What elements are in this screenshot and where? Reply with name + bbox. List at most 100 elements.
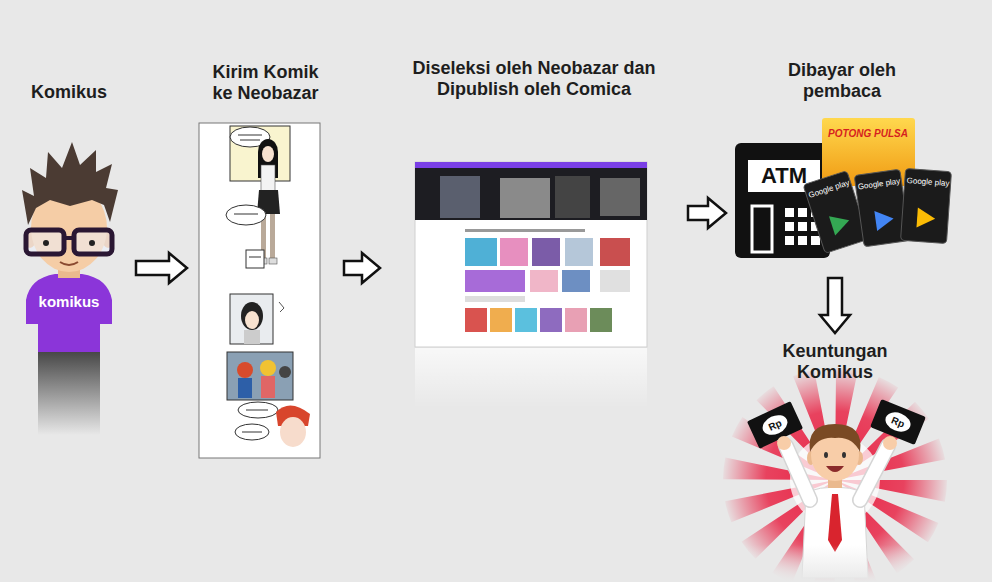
happy-earner-figure xyxy=(842,452,846,458)
website-screenshot xyxy=(500,178,550,218)
happy-earner-figure xyxy=(870,399,926,445)
happy-earner-figure xyxy=(786,446,810,500)
happy-earner-figure xyxy=(786,446,810,500)
comic-strip xyxy=(199,123,320,458)
website-screenshot xyxy=(415,162,647,347)
happy-earner-figure xyxy=(870,399,926,445)
money-label: Rp xyxy=(767,417,784,433)
comic-strip xyxy=(230,294,273,344)
comic-strip xyxy=(238,134,262,136)
website-screenshot xyxy=(590,308,612,332)
happy-earner-figure xyxy=(747,401,803,448)
website-screenshot xyxy=(465,296,525,302)
comic-strip xyxy=(242,431,262,433)
comic-strip xyxy=(240,139,260,141)
comic-strip xyxy=(199,123,320,458)
atm-label: ATM xyxy=(761,163,807,189)
atm-machine xyxy=(798,208,807,217)
comic-strip xyxy=(262,146,274,162)
website-screenshot xyxy=(565,308,587,332)
happy-earner-figure xyxy=(747,401,803,448)
card-label: Google play xyxy=(906,176,949,188)
flow-arrow xyxy=(136,253,187,283)
gift-cards xyxy=(874,209,895,231)
happy-earner-figure xyxy=(860,446,888,500)
stage-heading: Kirim Komik ke Neobazar xyxy=(201,62,331,103)
comic-artist-figure xyxy=(26,274,112,352)
comic-strip xyxy=(261,376,275,398)
stage-node: Kirim Komik ke Neobazar xyxy=(195,62,336,460)
happy-earner-figure xyxy=(828,494,842,552)
card-label: Google play xyxy=(857,177,901,192)
comic-strip xyxy=(246,409,268,411)
comic-strip xyxy=(280,417,306,447)
website-screenshot xyxy=(600,238,630,266)
gift-cards xyxy=(829,211,852,236)
happy-earner-figure xyxy=(759,411,790,438)
comic-strip xyxy=(238,402,278,418)
comic-artist-figure xyxy=(26,230,64,254)
comic-artist-figure xyxy=(38,345,100,435)
flow-arrow xyxy=(688,198,726,228)
website-screenshot xyxy=(555,176,590,218)
comic-strip xyxy=(238,378,252,398)
happy-earner-figure xyxy=(824,452,828,458)
website-screenshot xyxy=(565,238,593,266)
website-screenshot xyxy=(465,229,585,232)
voucher-label: POTONG PULSA xyxy=(828,128,908,139)
happy-earner-figure xyxy=(860,446,888,500)
comic-artist-figure xyxy=(22,142,118,435)
comic-strip xyxy=(244,330,260,344)
comic-strip xyxy=(269,258,277,264)
atm-machine xyxy=(785,236,794,245)
atm-machine xyxy=(752,206,772,252)
stage-heading: Dibayar oleh pembaca xyxy=(762,60,922,101)
atm-machine xyxy=(811,236,820,245)
comic-strip xyxy=(260,360,276,376)
comic-strip xyxy=(226,205,266,225)
comic-artist-figure xyxy=(74,230,112,254)
website-screenshot xyxy=(600,270,630,292)
gift-cards xyxy=(901,168,952,243)
happy-earner-figure xyxy=(810,424,861,452)
comic-artist-figure xyxy=(64,236,74,240)
comic-strip xyxy=(261,165,275,191)
stage-node: Komikus xyxy=(10,82,128,432)
happy-earner-figure xyxy=(715,545,955,582)
happy-earner-figure xyxy=(715,399,955,582)
card-label: Google play xyxy=(807,178,850,200)
comic-strip xyxy=(245,311,259,329)
comic-strip xyxy=(241,302,263,330)
atm-machine xyxy=(785,208,794,217)
website-screenshot xyxy=(440,176,480,218)
gift-cards xyxy=(803,168,951,253)
comic-strip xyxy=(270,214,275,258)
shirt-logo: komikus xyxy=(39,293,100,310)
website-screenshot xyxy=(415,348,647,408)
comic-artist-figure xyxy=(89,240,95,246)
website-screenshot xyxy=(532,238,560,266)
website-screenshot xyxy=(465,308,487,332)
stage-node: Diseleksi oleh Neobazar dan Dipublish ol… xyxy=(388,58,680,348)
stage-heading: Keuntungan Komikus xyxy=(765,341,905,382)
happy-earner-figure xyxy=(883,436,897,450)
comic-artist-figure xyxy=(22,142,118,225)
website-screenshot xyxy=(415,168,647,220)
comic-strip xyxy=(227,352,293,400)
website-screenshot xyxy=(490,308,512,332)
website-screenshot xyxy=(465,270,525,292)
website-screenshot xyxy=(515,308,537,332)
atm-machine xyxy=(798,236,807,245)
comic-strip xyxy=(279,366,291,378)
stage-node: Keuntungan Komikus xyxy=(715,341,955,578)
atm-machine xyxy=(785,222,794,231)
website-screenshot xyxy=(600,178,640,216)
comic-strip xyxy=(279,302,284,312)
flow-arrow xyxy=(344,253,380,283)
comic-artist-figure xyxy=(60,262,78,265)
website-screenshot xyxy=(530,270,558,292)
website-screenshot xyxy=(540,308,562,332)
comic-strip xyxy=(235,424,269,440)
gift-cards xyxy=(901,168,952,243)
stage-heading: Diseleksi oleh Neobazar dan Dipublish ol… xyxy=(388,58,680,99)
